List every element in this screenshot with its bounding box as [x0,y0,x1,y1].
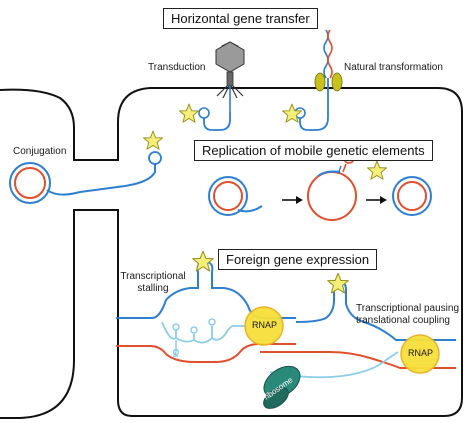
replication-step-1 [208,176,263,216]
rnap-left [244,306,284,346]
star-icon [143,130,163,150]
transduction-dna [203,112,231,131]
label-pausing-line1: Transcriptional pausing [356,303,460,314]
title-horizontal-gene-transfer: Horizontal gene transfer [163,8,318,29]
label-pausing-coupling: Transcriptional pausing translational co… [356,303,459,326]
natural-transformation-dna [294,29,333,131]
competence-protein-right [331,72,343,92]
label-rnap-left: RNAP [252,320,278,330]
conjugation-plasmid [9,151,162,204]
bacteriophage [215,41,245,112]
title-replication: Replication of mobile genetic elements [194,140,433,161]
star-icon [282,103,302,123]
label-stalling-line1: Transcriptional [120,271,186,282]
rnap-right [400,334,440,374]
star-icon [192,250,214,272]
label-pausing-line2: translational coupling [356,314,450,326]
ribosome [263,365,301,409]
label-stalling-line2: stalling [137,282,169,294]
star-icon [179,103,199,123]
star-icon [367,160,387,180]
donor-cell-membrane [0,87,463,419]
label-rnap-right: RNAP [408,348,434,358]
label-conjugation: Conjugation [13,146,67,157]
stalling-rna [161,318,246,357]
label-transduction: Transduction [148,62,206,73]
label-transcriptional-stalling: Transcriptional stalling [118,271,188,294]
replication-step-2 [307,152,357,221]
competence-protein-left [314,72,326,92]
label-natural-transformation: Natural transformation [344,62,443,73]
title-foreign-gene-expression: Foreign gene expression [218,249,378,270]
replication-step-3 [392,176,432,216]
